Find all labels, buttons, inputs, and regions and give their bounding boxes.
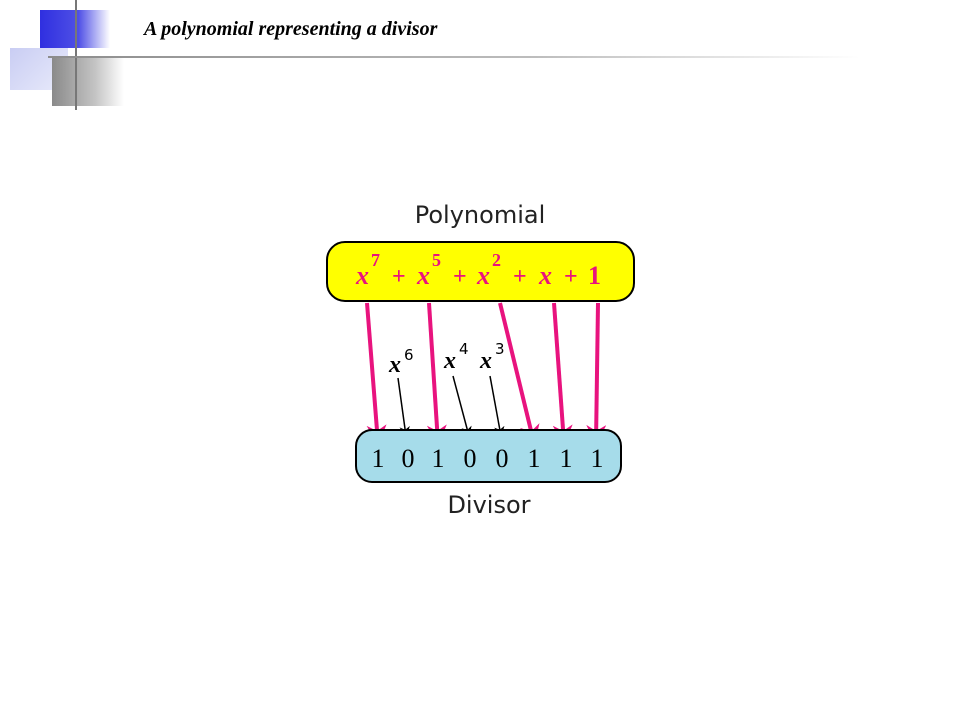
exponent-4: 4: [459, 340, 469, 358]
plus-sign: +: [392, 264, 406, 290]
slide-decoration-gray: [52, 56, 124, 106]
exponent-2: 2: [492, 250, 501, 270]
missing-term-arrows: [397, 375, 505, 438]
polynomial-label: Polynomial: [415, 201, 546, 229]
arrow-x2-to-bit: [498, 302, 540, 445]
polynomial-expression: x 7 + x 5 + x 2 + x + 1: [355, 250, 601, 290]
term-x: x: [538, 261, 552, 290]
term-x2: x: [476, 261, 490, 290]
slide-title-underline: [48, 56, 860, 58]
bit: 0: [402, 444, 415, 473]
exponent-5: 5: [432, 250, 441, 270]
arrow-x-to-bit: [552, 302, 573, 445]
arrow-1-to-bit: [586, 302, 607, 445]
divisor-label: Divisor: [447, 491, 530, 519]
bit: 0: [464, 444, 477, 473]
term-x4: x: [443, 348, 456, 374]
plus-sign: +: [453, 264, 467, 290]
exponent-6: 6: [404, 346, 414, 364]
polynomial-box: [326, 241, 635, 302]
missing-terms: x 6 x 4 x 3: [388, 340, 505, 378]
bit: 0: [496, 444, 509, 473]
present-term-arrows: [365, 302, 607, 445]
arrow-x6-to-bit: [397, 377, 410, 438]
arrow-x3-to-bit: [489, 375, 505, 438]
term-x7: x: [355, 261, 369, 290]
arrow-x4-to-bit: [452, 375, 472, 438]
term-x5: x: [416, 261, 430, 290]
arrow-x7-to-bit: [365, 302, 387, 445]
divisor-box: [355, 429, 622, 483]
plus-sign: +: [564, 264, 578, 290]
bit: 1: [432, 444, 445, 473]
bit: 1: [372, 444, 385, 473]
bit: 1: [591, 444, 604, 473]
bit: 1: [560, 444, 573, 473]
arrow-x5-to-bit: [426, 302, 447, 445]
term-x6: x: [388, 352, 401, 378]
term-x3: x: [479, 348, 492, 374]
exponent-7: 7: [371, 250, 380, 270]
slide-title: A polynomial representing a divisor: [144, 18, 438, 40]
term-constant: 1: [588, 261, 601, 290]
plus-sign: +: [513, 264, 527, 290]
bit: 1: [528, 444, 541, 473]
exponent-3: 3: [495, 340, 505, 358]
divisor-bits: 1 0 1 0 0 1 1 1: [372, 444, 604, 473]
slide-decoration-vertical-line: [75, 0, 77, 110]
